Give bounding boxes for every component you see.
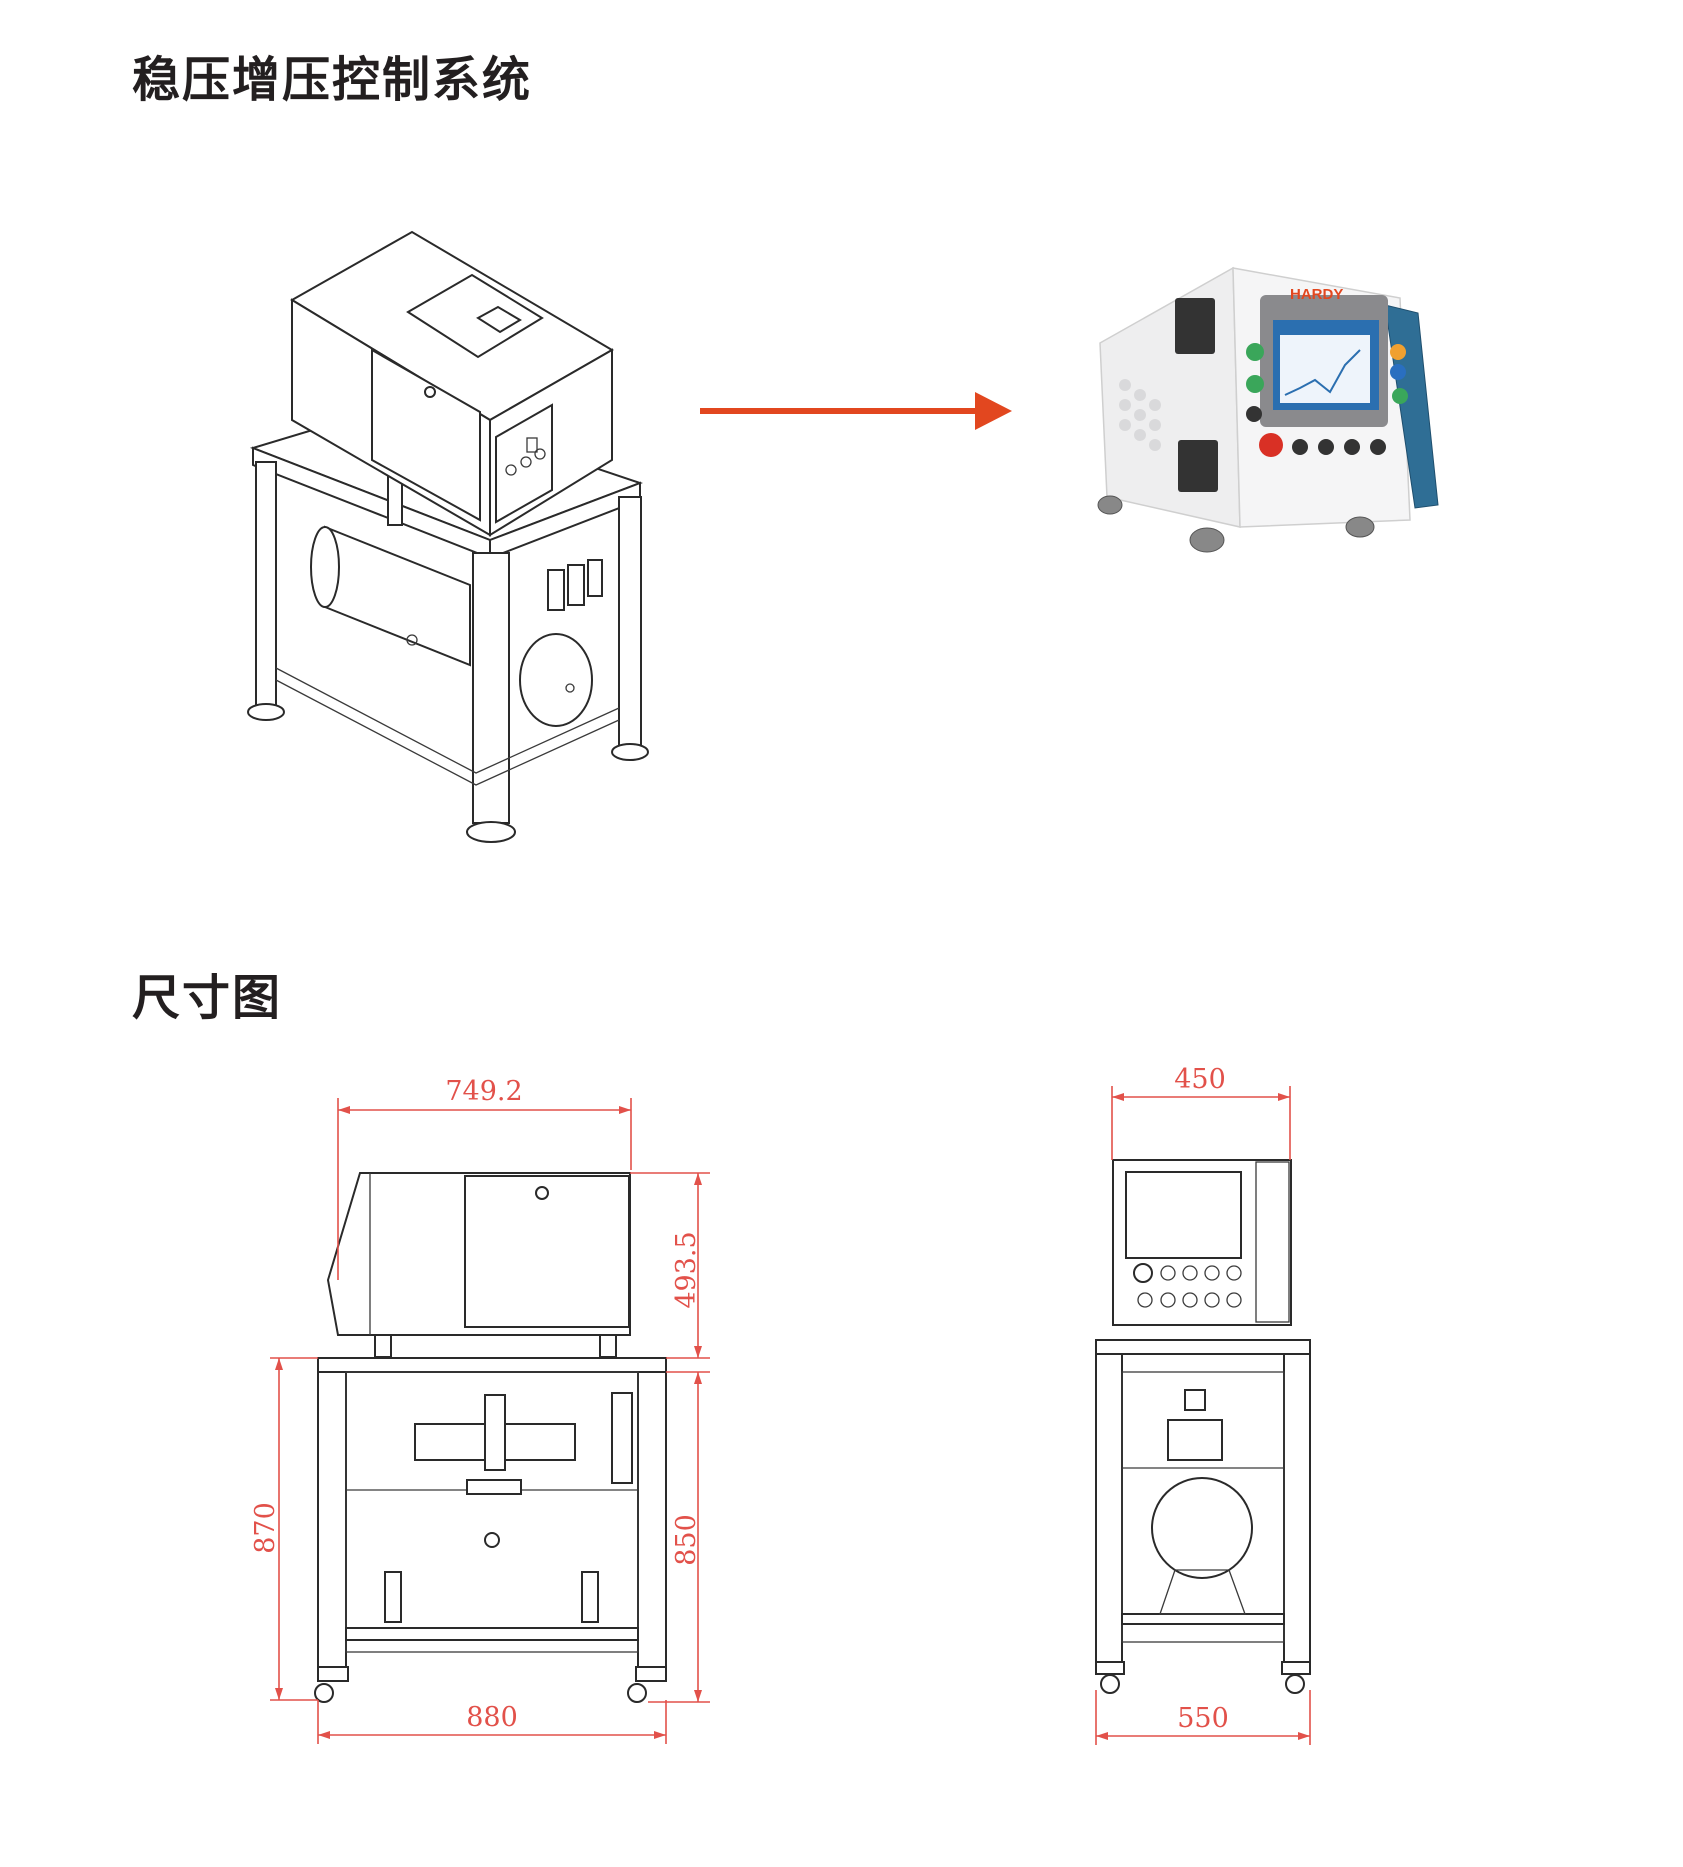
page-title: 稳压增压控制系统: [132, 52, 533, 108]
fan-icon: [1175, 298, 1215, 354]
fan-icon: [1178, 440, 1218, 492]
dimension-top-width-label: 749.2: [445, 1076, 522, 1107]
dimension-section-title: 尺寸图: [132, 970, 283, 1026]
isometric-line-drawing: [247, 230, 649, 843]
front-view-drawing: [314, 1172, 667, 1703]
front-view-dimensions: 749.2 493.5 870 850 880: [250, 1076, 710, 1744]
dimension-side-top-width-label: 450: [1174, 1064, 1226, 1095]
brand-logo: HARDY: [1290, 286, 1343, 303]
side-view-drawing: [1095, 1159, 1311, 1694]
black-button-icon: [1246, 406, 1262, 422]
dimension-right-height-label: 850: [671, 1514, 702, 1566]
emergency-stop-icon: [1259, 433, 1283, 457]
dimension-side-base-width-label: 550: [1177, 1703, 1229, 1734]
product-photo: HARDY: [1097, 266, 1439, 553]
flow-arrow: [700, 392, 1012, 430]
dimension-base-width-label: 880: [466, 1702, 518, 1733]
green-button-icon: [1246, 343, 1264, 361]
side-view-dimensions: 450 550: [1095, 1064, 1311, 1745]
dimension-upper-height-label: 493.5: [671, 1231, 702, 1308]
green-button-icon: [1246, 375, 1264, 393]
dimension-left-height-label: 870: [250, 1502, 281, 1554]
